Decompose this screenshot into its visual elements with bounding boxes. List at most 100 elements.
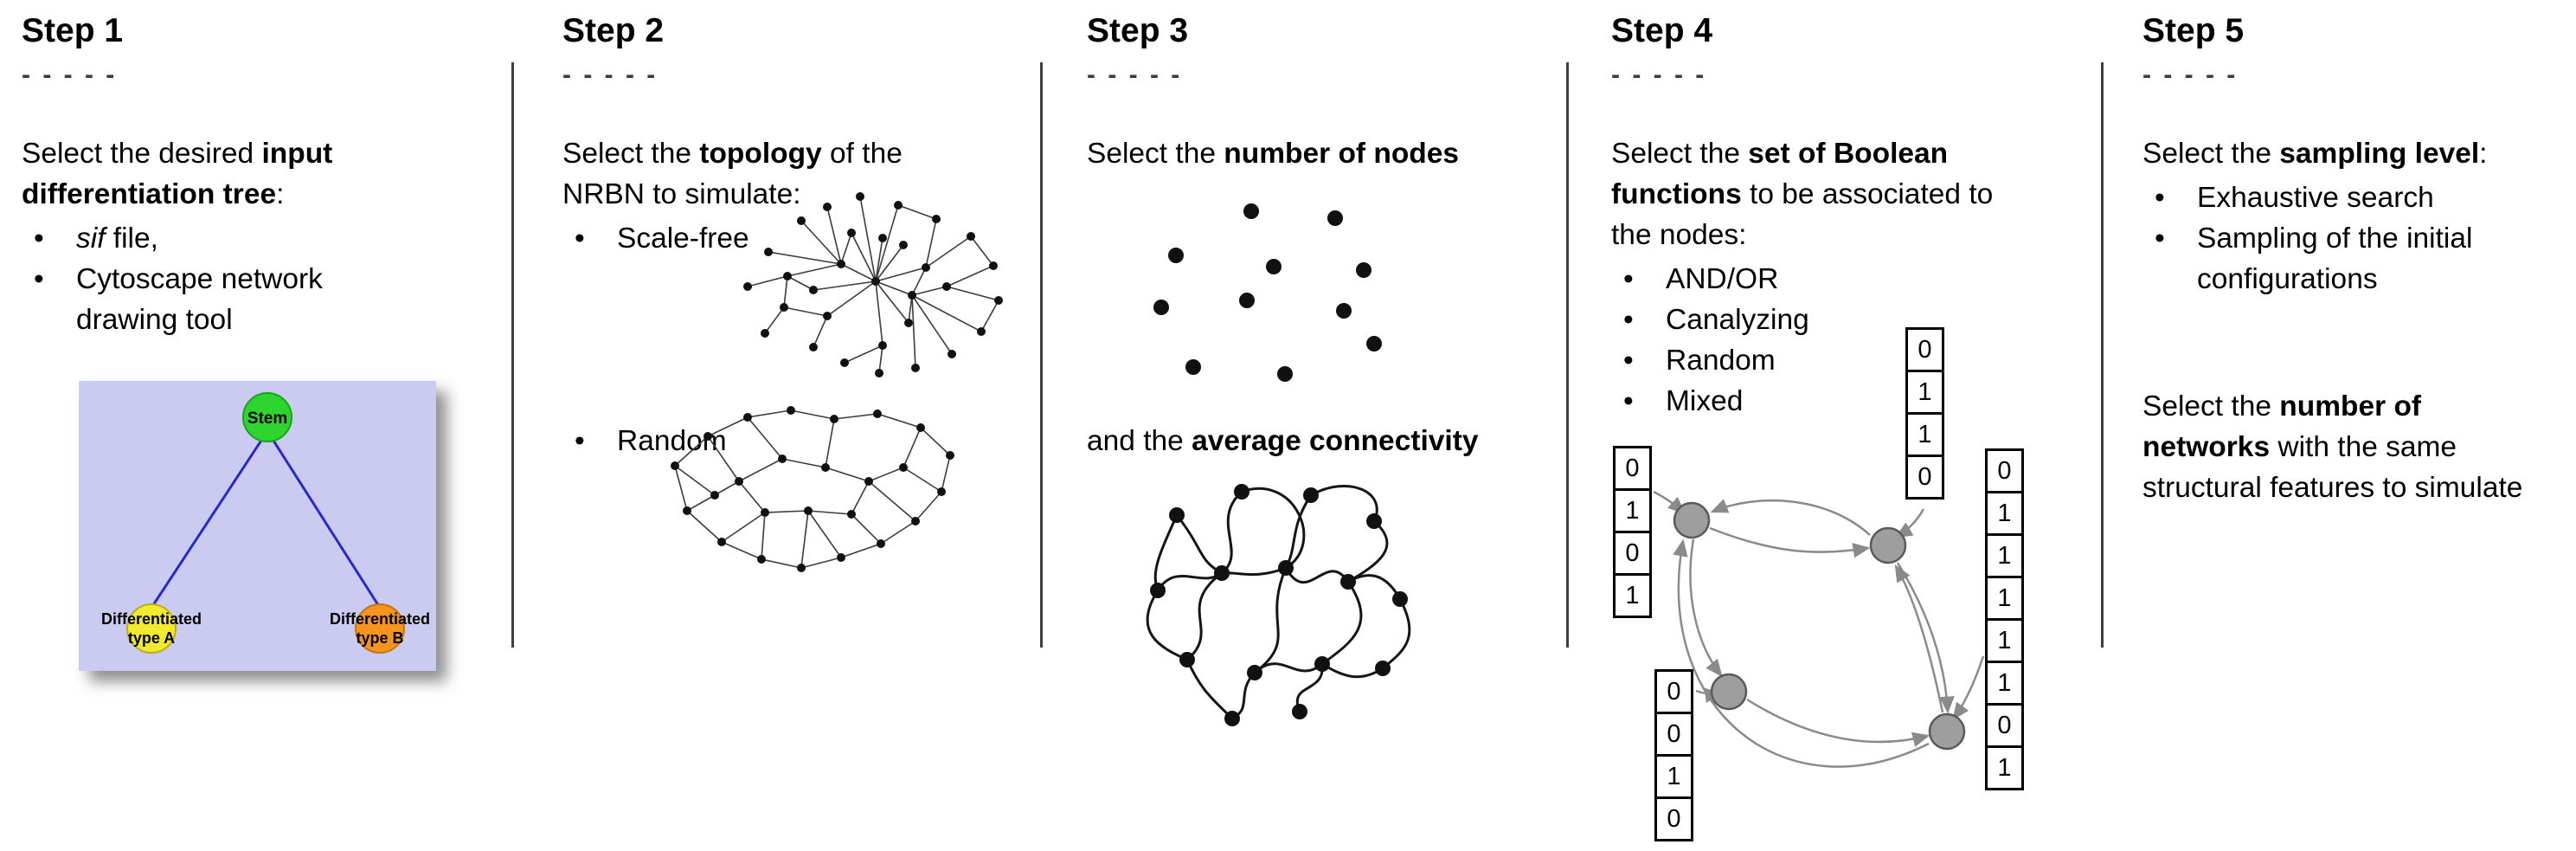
column-step-4: Step 4 - - - - - Select the set of Boole… [1611,12,2091,422]
step-1-intro-bold-2: differentiation tree [22,178,277,210]
step-3-line-2: and the average connectivity [1087,421,1479,461]
truth-table-cell: 1 [1654,754,1693,799]
step-5-intro-bold: sampling level [2279,138,2480,170]
step-3-line-1: Select the number of nodes [1087,133,1571,174]
step-4-intro-text-3: the nodes: [1611,219,1747,251]
type-a-label-line-2: type A [128,629,175,647]
boolean-network-svg [1653,490,1985,768]
mixed-label: Mixed [1666,385,1744,417]
truth-table-cell: 0 [1654,669,1693,714]
step-4-intro-text-1: Select the [1611,138,1749,170]
column-divider-2 [1040,62,1043,648]
random-label: Random [617,425,727,457]
step-3-line-1-text: Select the [1087,138,1224,170]
scatter-dots [1153,203,1382,382]
step-4-dashes: - - - - - [1611,61,1707,89]
stem-node-label: Stem [247,409,287,428]
column-step-3: Step 3 - - - - - Select the number of no… [1087,12,1571,174]
truth-table-cell: 0 [1985,703,2024,748]
tree-edge-stem-to-b [266,430,382,609]
step-1-dashes: - - - - - [22,61,118,89]
truth-table-cell: 1 [1905,370,1944,415]
cytoscape-line-2: drawing tool [76,304,233,336]
step-2-bullet-list: Scale-free [562,218,1030,259]
bullet-mixed: Mixed [1611,381,2091,422]
boolean-network-figure: 0 1 0 1 0 1 1 0 0 0 1 0 0 1 1 1 1 1 0 1 [1611,319,2044,851]
step-2-intro-text-1: Select the [562,138,700,170]
step-4-intro-text-2: to be associated to [1741,178,1994,210]
step-4-title: Step 4 [1611,12,1713,49]
truth-table-cell: 0 [1905,327,1944,372]
step-1-title: Step 1 [22,12,124,49]
step-1-intro-colon: : [276,178,285,210]
step-2-intro-bold: topology [699,138,822,170]
truth-table-cell: 0 [1654,712,1693,757]
bullet-random-functions: Random [1611,340,2091,381]
step-3-title: Step 3 [1087,12,1189,49]
step-3-line-1-bold: number of nodes [1224,138,1460,170]
column-step-1: Step 1 - - - - - Select the desired inpu… [22,12,506,340]
step-1-intro-text: Select the desired [22,138,262,170]
bullet-exhaustive-search: Exhaustive search [2142,177,2575,218]
truth-table-cell: 1 [1985,661,2024,706]
step-3-dashes: - - - - - [1087,61,1183,89]
bullet-canalyzing: Canalyzing [1611,300,2091,340]
step-5-intro-colon: : [2479,138,2488,170]
truth-table-left: 0 1 0 1 [1613,446,1652,618]
truth-table-cell: 1 [1985,576,2024,621]
boolean-arrows [1653,490,1985,768]
step-2-intro-text-2: of the [821,138,903,170]
step-5-dashes: - - - - - [2142,61,2239,89]
truth-table-cell: 1 [1905,412,1944,457]
boolean-node-2 [1869,526,1907,564]
stem-node [242,392,292,442]
step-3-line-2-text: and the [1087,425,1192,457]
step-4-intro-bold-2: functions [1611,178,1742,210]
truth-table-cell: 0 [1613,531,1652,576]
truth-table-cell: 1 [1613,488,1652,533]
boolean-node-1 [1673,501,1711,539]
random-nodes [671,406,954,572]
bullet-and-or: AND/OR [1611,259,2091,300]
connectivity-network-figure [1146,484,1411,726]
tree-edge-stem-to-a [150,430,269,609]
step-5-bullet-list: Exhaustive search Sampling of the initia… [2142,177,2575,300]
truth-table-top: 0 1 1 0 [1905,327,1944,500]
step-5-title: Step 5 [2142,12,2245,49]
truth-table-cell: 1 [1985,745,2024,790]
scale-free-nodes [743,192,1003,377]
cytoscape-line-1: Cytoscape network [76,263,323,295]
connectivity-edges [1146,485,1411,720]
step-5-second-bold-2: networks [2142,431,2271,463]
bullet-scale-free: Scale-free [562,218,1030,259]
type-b-node [355,603,405,654]
truth-table-cell: 1 [1613,573,1652,618]
random-network-figure [671,406,954,572]
sif-italic: sif [76,222,106,255]
step-5-second-text-1: Select the [2142,390,2280,422]
canalyzing-label: Canalyzing [1666,304,1809,336]
scale-free-label: Scale-free [617,222,749,255]
truth-table-cell: 1 [1985,618,2024,663]
random-functions-label: Random [1666,345,1776,377]
bullet-random: Random [562,421,822,461]
connectivity-dots [1150,484,1408,726]
sampling-line-2: configurations [2197,263,2378,295]
truth-table-cell: 0 [1613,446,1652,491]
type-b-label-line-1: Differentiated [330,610,430,628]
sif-rest: file, [105,222,158,255]
bullet-sif-file: sif file, [22,218,506,259]
step-1-intro-bold-1: input [261,138,333,170]
type-a-node [126,603,177,654]
step-2-title: Step 2 [562,12,665,49]
truth-table-right: 0 1 1 1 1 1 0 1 [1985,448,2024,790]
step-4-bullet-list: AND/OR Canalyzing Random Mixed [1611,259,2091,422]
step-4-intro-bold-1: set of Boolean [1748,138,1949,170]
